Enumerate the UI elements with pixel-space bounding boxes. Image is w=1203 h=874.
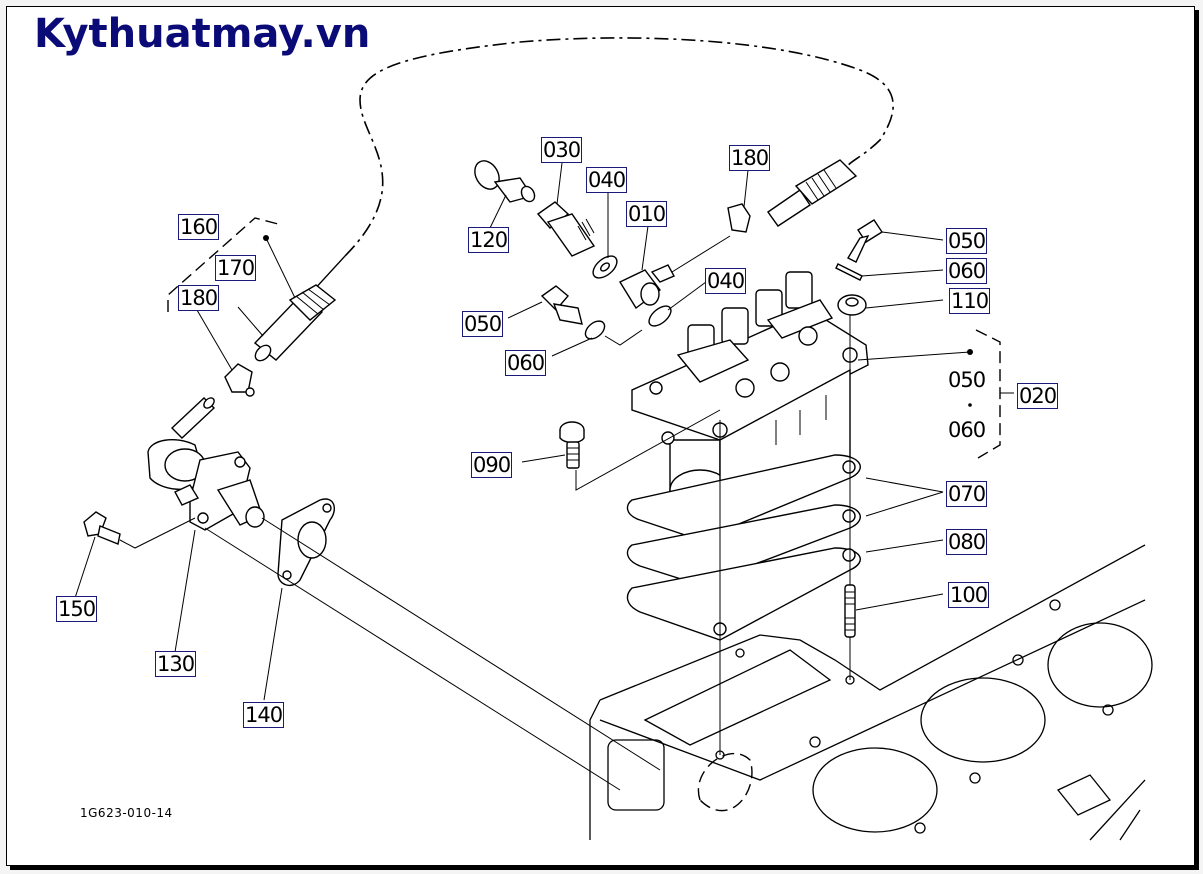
leader-060-upper [551,337,593,357]
leader-150 [74,536,96,599]
fitting-axis [604,329,643,346]
group-020-member-bottom: 060 [948,418,986,442]
callout-020[interactable]: 020 [1017,383,1059,409]
callout-180-right[interactable]: 180 [729,145,771,171]
diagram-frame [6,6,1195,866]
nut-110 [837,294,867,316]
banjo-bolt-030 [536,201,596,257]
leader-180-right [743,169,749,208]
engine-block [589,544,1153,841]
axis-line-1 [261,517,661,771]
group-sep-dot [968,403,972,407]
stud-100 [844,584,856,638]
leader-050-upper [507,301,543,319]
callout-050-left[interactable]: 050 [462,311,504,337]
leader-010 [641,225,649,271]
leader-020 [857,351,971,361]
cable-sleeve-right [767,159,858,227]
callout-100[interactable]: 100 [948,582,990,608]
leader-130 [174,529,196,653]
pipe-to-clamp [671,235,731,273]
callout-160[interactable]: 160 [178,214,220,240]
callout-010[interactable]: 010 [626,201,668,227]
banjo-fitting-010 [618,264,675,310]
washer-060 [584,320,606,340]
callout-030[interactable]: 030 [541,137,583,163]
callout-120[interactable]: 120 [468,227,510,253]
leader-160 [265,237,297,301]
hose-clamp-180-right [727,203,751,233]
leader-040-lower [667,281,707,311]
cable-line [344,37,894,257]
leader-140 [263,587,283,701]
leader-080 [865,539,944,553]
banjo-bolt-050 [540,285,583,325]
callout-050-right[interactable]: 050 [946,228,988,254]
drive-pipe [170,397,216,439]
leader-050-right [881,231,944,241]
drive-housing-130 [147,438,265,531]
callout-090[interactable]: 090 [471,452,513,478]
axis-line-2 [204,527,621,791]
site-watermark: Kythuatmay.vn [34,11,371,57]
callout-150[interactable]: 150 [56,596,98,622]
banjo-knob-120 [474,160,536,203]
callout-040-lower[interactable]: 040 [705,268,747,294]
leader-100 [855,593,944,611]
callout-070[interactable]: 070 [946,481,988,507]
leader-030 [556,162,563,205]
washer-040-upper [592,255,618,279]
drawing-code: 1G623-010-14 [80,806,173,820]
callout-130[interactable]: 130 [155,651,197,677]
callout-110[interactable]: 110 [949,288,991,314]
callout-080[interactable]: 080 [946,529,988,555]
callout-140[interactable]: 140 [243,702,285,728]
leader-150-line [119,517,196,549]
washer-060-right [835,263,863,281]
hose-clamp-180-left [224,363,255,397]
axis-090 [575,409,721,491]
gasket-140 [277,498,336,587]
group-dot-020 [967,349,973,355]
group-bracket-160 [167,217,279,312]
callout-060-left[interactable]: 060 [505,350,547,376]
callout-040-upper[interactable]: 040 [586,167,628,193]
callout-170[interactable]: 170 [215,255,257,281]
leader-090 [521,454,566,463]
leader-170 [237,306,264,337]
leader-180-left [196,309,233,371]
group-020-member-top: 050 [948,368,986,392]
callout-060-right[interactable]: 060 [946,258,988,284]
leader-060-right [861,269,944,277]
leader-070 [865,477,944,517]
callout-180-left[interactable]: 180 [178,285,220,311]
washer-040-lower [648,305,672,327]
leader-110 [865,299,944,309]
bolt-090 [559,421,585,469]
bolt-150 [83,511,121,545]
cable-sleeve-170 [253,284,337,362]
bolt-050-right [847,219,883,263]
leader-120 [489,194,507,229]
